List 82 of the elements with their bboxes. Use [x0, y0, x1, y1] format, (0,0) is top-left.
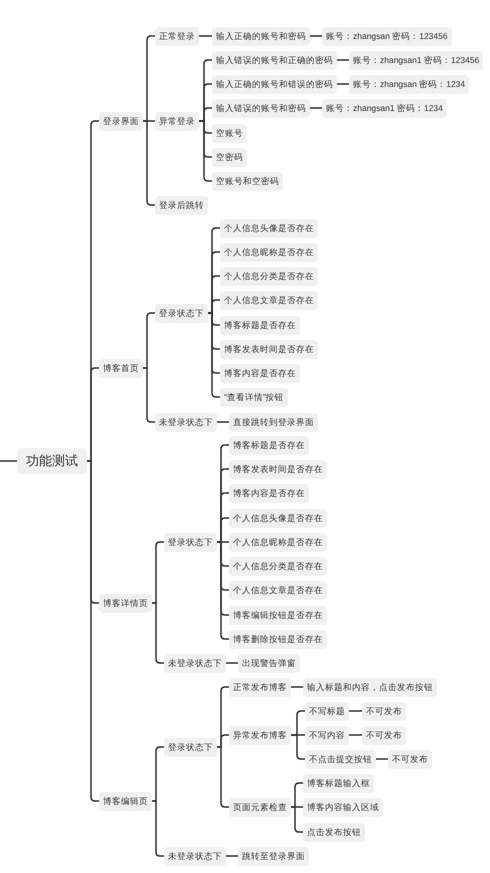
- subtopic-box: 不可发布: [362, 702, 406, 720]
- subtopic-box: 未登录状态下: [164, 654, 226, 672]
- subtopic-box: 个人信息分类是否存在: [220, 266, 318, 286]
- branch-line: [291, 734, 305, 760]
- branch-line: [143, 367, 155, 423]
- subtopic-box: 输入正确的账号和错误的密码: [212, 74, 337, 94]
- branch-line: [217, 746, 229, 808]
- subtopic-box: 个人信息头像是否存在: [220, 218, 318, 238]
- subtopic-box: 点击发布按钮: [303, 822, 365, 842]
- subtopic-box: 未登录状态下: [164, 846, 226, 866]
- subtopic-box: 不可发布: [388, 750, 432, 768]
- central-topic: 功能测试: [17, 448, 87, 474]
- subtopic-box: 博客内容是否存在: [229, 484, 309, 502]
- subtopic-box: 博客删除按钮是否存在: [229, 630, 327, 648]
- subtopic-box: 输入标题和内容，点击发布按钮: [303, 678, 437, 696]
- subtopic-box: 登录状态下: [155, 304, 208, 322]
- subtopic-box: 输入错误的账号和正确的密码: [212, 50, 337, 70]
- subtopic-box: 账号：zhangsan 密码：123456: [322, 26, 452, 46]
- subtopic-box: “查看详情”按钮: [220, 388, 288, 406]
- subtopic-box: 账号：zhangsan 密码：1234: [349, 74, 470, 94]
- subtopic-box: 博客内容是否存在: [220, 364, 300, 382]
- branch-line: [337, 83, 349, 85]
- subtopic-box: 直接跳转到登录界面: [229, 412, 318, 432]
- branch-line: [199, 120, 212, 182]
- subtopic-box: 博客首页: [99, 358, 143, 378]
- subtopic-box: 登录状态下: [164, 738, 217, 756]
- branch-line: [337, 59, 349, 61]
- subtopic-box: 正常发布博客: [229, 678, 291, 696]
- subtopic-box: 个人信息昵称是否存在: [220, 242, 318, 262]
- subtopic-box: 登录状态下: [164, 532, 217, 552]
- subtopic-box: 个人信息文章是否存在: [229, 580, 327, 600]
- branch-line: [152, 602, 164, 664]
- subtopic-box: 输入错误的账号和密码: [212, 98, 310, 118]
- subtopic-box: 异常发布博客: [229, 726, 291, 744]
- subtopic-box: 博客详情页: [99, 594, 152, 612]
- branch-line: [291, 686, 303, 688]
- branch-line: [291, 806, 303, 833]
- subtopic-box: 账号：zhangsan1 密码：1234: [322, 98, 447, 118]
- subtopic-box: 不写标题: [305, 702, 349, 720]
- branch-line: [217, 421, 229, 423]
- subtopic-box: 空密码: [212, 148, 247, 166]
- subtopic-box: 个人信息分类是否存在: [229, 556, 327, 576]
- branch-line: [310, 107, 322, 109]
- subtopic-box: 不点击提交按钮: [305, 750, 376, 768]
- subtopic-box: 登录后跳转: [155, 196, 208, 214]
- subtopic-box: 博客编辑页: [99, 792, 152, 810]
- subtopic-box: 个人信息头像是否存在: [229, 508, 327, 528]
- subtopic-box: 博客标题输入框: [303, 774, 374, 792]
- subtopic-box: 个人信息昵称是否存在: [229, 532, 327, 552]
- subtopic-box: 出现警告弹窗: [238, 654, 300, 672]
- branch-line: [199, 35, 212, 37]
- branch-line: [376, 758, 388, 760]
- subtopic-box: 博客发表时间是否存在: [229, 460, 327, 478]
- subtopic-box: 正常登录: [155, 26, 199, 46]
- subtopic-box: 不写内容: [305, 726, 349, 744]
- branch-line: [226, 662, 238, 664]
- branch-line: [208, 312, 220, 398]
- subtopic-box: 博客内容输入区域: [303, 798, 383, 816]
- subtopic-box: 博客标题是否存在: [220, 316, 300, 334]
- branch-line: [226, 855, 238, 857]
- subtopic-box: 博客发表时间是否存在: [220, 340, 318, 358]
- branch-line: [217, 541, 229, 640]
- branch-line: [0, 460, 17, 462]
- subtopic-box: 博客编辑按钮是否存在: [229, 606, 327, 624]
- subtopic-box: 空账号和空密码: [212, 172, 283, 190]
- subtopic-box: 输入正确的账号和密码: [212, 26, 310, 46]
- subtopic-box: 异常登录: [155, 112, 199, 130]
- branch-line: [143, 120, 155, 206]
- subtopic-box: 跳转至登录界面: [238, 846, 309, 866]
- subtopic-box: 空账号: [212, 124, 247, 142]
- subtopic-box: 页面元素检查: [229, 798, 291, 816]
- branch-line: [349, 734, 362, 736]
- subtopic-box: 个人信息文章是否存在: [220, 290, 318, 310]
- subtopic-box: 登录界面: [99, 112, 143, 130]
- subtopic-box: 未登录状态下: [155, 412, 217, 432]
- branch-line: [152, 800, 164, 857]
- subtopic-box: 不可发布: [362, 726, 406, 744]
- branch-line: [310, 35, 322, 37]
- branch-line: [349, 710, 362, 712]
- branch-line: [87, 460, 99, 802]
- subtopic-box: 账号：zhangsan1 密码：123456: [349, 50, 484, 70]
- subtopic-box: 博客标题是否存在: [229, 436, 309, 454]
